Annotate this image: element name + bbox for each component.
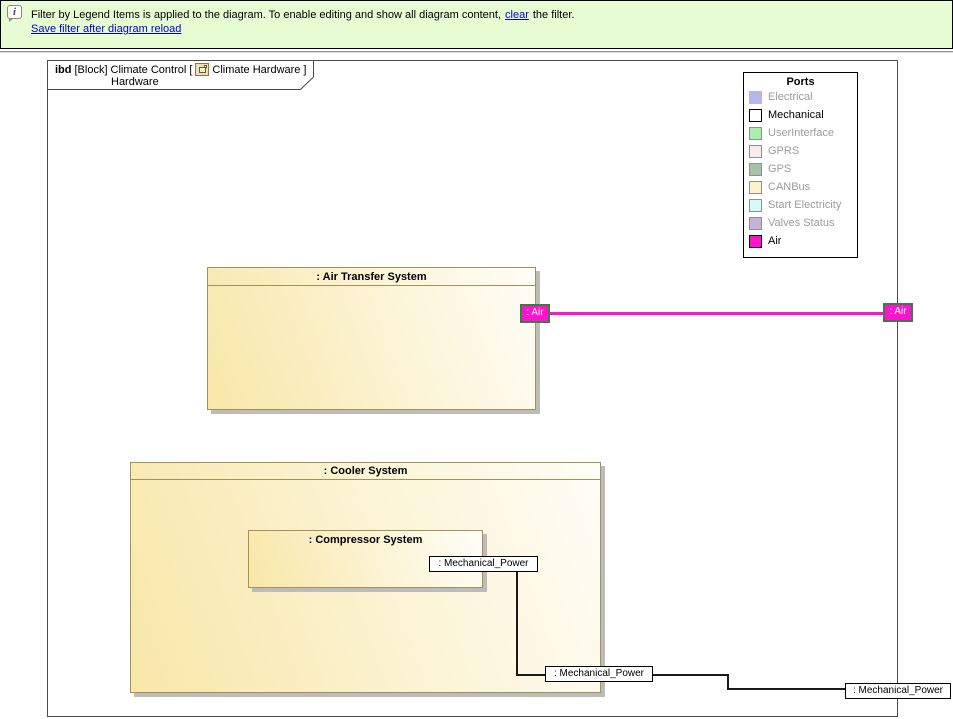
- legend-swatch-start-electricity: [749, 198, 762, 212]
- legend-label: Electrical: [768, 91, 813, 103]
- legend-item-gps[interactable]: GPS: [744, 160, 857, 178]
- banner-message-end: the filter.: [532, 9, 575, 21]
- legend-swatch-air: [749, 234, 762, 248]
- legend-swatch-electrical: [749, 90, 762, 104]
- ports-legend[interactable]: Ports Electrical Mechanical UserInterfac…: [743, 72, 858, 258]
- legend-label: Start Electricity: [768, 199, 842, 211]
- panel-separator-highlight: [0, 52, 953, 53]
- tab-element-kind: [Block]: [74, 63, 108, 76]
- legend-label: Air: [768, 235, 782, 247]
- block-title: : Compressor System: [308, 534, 423, 546]
- tab-keyword: ibd: [55, 63, 72, 76]
- info-icon: i: [7, 5, 22, 22]
- legend-swatch-gprs: [749, 144, 762, 158]
- legend-item-air[interactable]: Air: [744, 232, 857, 250]
- tab-element-name-wrap: Hardware: [111, 76, 159, 88]
- port-mechanical-power-compressor[interactable]: : Mechanical_Power: [429, 556, 538, 572]
- mechanical-connector-segment[interactable]: [652, 674, 729, 676]
- banner-text: Filter by Legend Items is applied to the…: [31, 8, 574, 36]
- mechanical-connector-segment[interactable]: [727, 674, 729, 690]
- block-title: : Air Transfer System: [208, 268, 535, 286]
- legend-swatch-canbus: [749, 180, 762, 194]
- legend-label: Valves Status: [768, 217, 835, 229]
- legend-swatch-mechanical: [749, 108, 762, 122]
- legend-label: CANBus: [768, 181, 811, 193]
- clear-filter-link[interactable]: clear: [505, 9, 529, 21]
- legend-label: Mechanical: [768, 109, 824, 121]
- legend-item-start-electricity[interactable]: Start Electricity: [744, 196, 857, 214]
- panel-separator: [0, 51, 953, 52]
- block-title: : Cooler System: [131, 463, 600, 480]
- filter-notification-banner: i Filter by Legend Items is applied to t…: [0, 0, 953, 49]
- mechanical-connector-segment[interactable]: [516, 572, 518, 676]
- legend-label: UserInterface: [768, 127, 835, 139]
- port-mechanical-power-frame-boundary[interactable]: : Mechanical_Power: [845, 683, 951, 699]
- legend-label: GPRS: [768, 145, 800, 157]
- port-air-source[interactable]: : Air: [520, 304, 550, 323]
- ibd-diagram-icon: [195, 63, 210, 76]
- legend-swatch-gps: [749, 162, 762, 176]
- legend-swatch-valves-status: [749, 216, 762, 230]
- port-mechanical-power-cooler[interactable]: : Mechanical_Power: [545, 666, 653, 682]
- legend-item-mechanical[interactable]: Mechanical: [744, 106, 857, 124]
- diagram-frame-tab-shape: [47, 60, 314, 90]
- port-air-frame-boundary[interactable]: : Air: [883, 303, 913, 322]
- mechanical-connector-segment[interactable]: [727, 688, 847, 690]
- legend-item-valves-status[interactable]: Valves Status: [744, 214, 857, 232]
- legend-item-gprs[interactable]: GPRS: [744, 142, 857, 160]
- tab-diagram-name: Climate Hardware: [212, 63, 301, 76]
- legend-title: Ports: [786, 76, 815, 88]
- tab-bracket-close: ]: [303, 63, 307, 76]
- legend-item-electrical[interactable]: Electrical: [744, 88, 857, 106]
- tab-bracket-open: [: [189, 63, 193, 76]
- banner-message: Filter by Legend Items is applied to the…: [31, 9, 502, 21]
- legend-item-userinterface[interactable]: UserInterface: [744, 124, 857, 142]
- tab-element-name: Climate Control: [110, 63, 187, 76]
- air-connector-line[interactable]: [550, 312, 884, 315]
- mechanical-connector-segment[interactable]: [516, 674, 547, 676]
- legend-swatch-userinterface: [749, 126, 762, 140]
- legend-item-canbus[interactable]: CANBus: [744, 178, 857, 196]
- block-air-transfer-system[interactable]: : Air Transfer System: [207, 267, 536, 410]
- save-filter-link[interactable]: Save filter after diagram reload: [31, 23, 182, 35]
- legend-label: GPS: [768, 163, 792, 175]
